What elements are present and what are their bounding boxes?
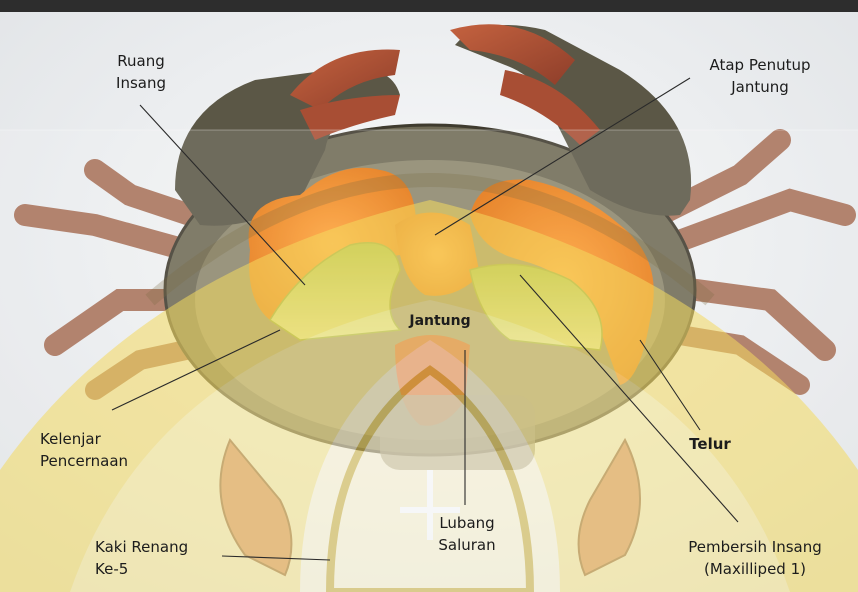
label-telur: Telur xyxy=(680,433,740,455)
label-ruang-insang-line2: Insang xyxy=(96,72,186,94)
label-kelenjar-line2: Pencernaan xyxy=(40,450,160,472)
label-pembersih-line1: Pembersih Insang xyxy=(665,536,845,558)
label-jantung: Jantung xyxy=(395,310,485,332)
label-lubang-line1: Lubang xyxy=(422,512,512,534)
label-kaki-renang: Kaki Renang Ke-5 xyxy=(95,536,215,580)
label-kelenjar-line1: Kelenjar xyxy=(40,428,160,450)
label-pembersih-line2: (Maxilliped 1) xyxy=(665,558,845,580)
label-pembersih-insang: Pembersih Insang (Maxilliped 1) xyxy=(665,536,845,580)
label-ruang-insang: Ruang Insang xyxy=(96,50,186,94)
label-kelenjar-pencernaan: Kelenjar Pencernaan xyxy=(40,428,160,472)
label-atap-line2: Jantung xyxy=(690,76,830,98)
label-kaki-renang-line2: Ke-5 xyxy=(95,558,215,580)
label-atap-line1: Atap Penutup xyxy=(690,54,830,76)
label-ruang-insang-line1: Ruang xyxy=(96,50,186,72)
label-atap-penutup-jantung: Atap Penutup Jantung xyxy=(690,54,830,98)
label-kaki-renang-line1: Kaki Renang xyxy=(95,536,215,558)
label-lubang-line2: Saluran xyxy=(422,534,512,556)
label-lubang-saluran: Lubang Saluran xyxy=(422,512,512,556)
photo-frame xyxy=(0,0,858,12)
